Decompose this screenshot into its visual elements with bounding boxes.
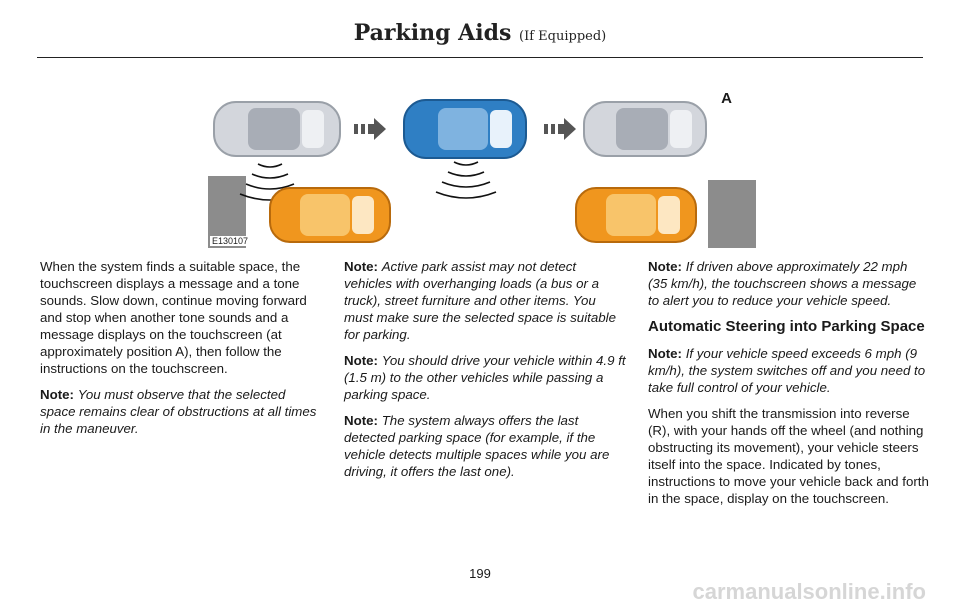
- arrow-right-icon: [544, 118, 576, 140]
- note-text: The system always offers the last detect…: [344, 413, 610, 479]
- note-text: If your vehicle speed exceeds 6 mph (9 k…: [648, 346, 926, 395]
- parking-figure: A E130107: [208, 84, 756, 248]
- note-label: Note:: [344, 413, 378, 428]
- parked-car-silver-right: [583, 101, 707, 157]
- curb-right: [708, 180, 756, 248]
- note-label: Note:: [648, 259, 682, 274]
- position-label: A: [721, 90, 732, 107]
- section-heading: Automatic Steering into Parking Space: [648, 318, 925, 335]
- moving-car-blue: [403, 99, 527, 159]
- parked-car-silver-left: [213, 101, 341, 157]
- parked-car-orange-right: [575, 187, 697, 243]
- arrow-right-icon: [354, 118, 386, 140]
- note-text: If driven above approximately 22 mph (35…: [648, 259, 917, 308]
- note-text: You must observe that the selected space…: [40, 387, 317, 436]
- column-3: Note: If driven above approximately 22 m…: [648, 258, 930, 516]
- page-number: 199: [469, 566, 491, 581]
- parking-illustration: [208, 99, 756, 248]
- note: Note: If driven above approximately 22 m…: [648, 258, 930, 309]
- page-title: Parking Aids: [353, 20, 512, 46]
- figure-id: E130107: [210, 236, 251, 246]
- page-subtitle: (If Equipped): [519, 29, 607, 44]
- column-2: Note: Active park assist may not detect …: [344, 258, 626, 489]
- note: Note: You must observe that the selected…: [40, 386, 320, 437]
- note: Note: Active park assist may not detect …: [344, 258, 626, 343]
- sensor-waves-icon: [435, 161, 497, 199]
- note-text: You should drive your vehicle within 4.9…: [344, 353, 626, 402]
- paragraph: When the system finds a suitable space, …: [40, 259, 307, 376]
- note-text: Active park assist may not detect vehicl…: [344, 259, 616, 342]
- note-label: Note:: [648, 346, 682, 361]
- note-label: Note:: [40, 387, 74, 402]
- parked-car-orange-left: [269, 187, 391, 243]
- note: Note: The system always offers the last …: [344, 412, 626, 480]
- header-rule: [37, 57, 923, 58]
- note: Note: If your vehicle speed exceeds 6 mp…: [648, 345, 930, 396]
- watermark: carmanualsonline.info: [692, 579, 927, 604]
- note: Note: You should drive your vehicle with…: [344, 352, 626, 403]
- column-1: When the system finds a suitable space, …: [40, 258, 320, 446]
- note-label: Note:: [344, 259, 378, 274]
- page-header: Parking Aids (If Equipped): [0, 20, 960, 46]
- paragraph: When you shift the transmission into rev…: [648, 406, 929, 506]
- note-label: Note:: [344, 353, 378, 368]
